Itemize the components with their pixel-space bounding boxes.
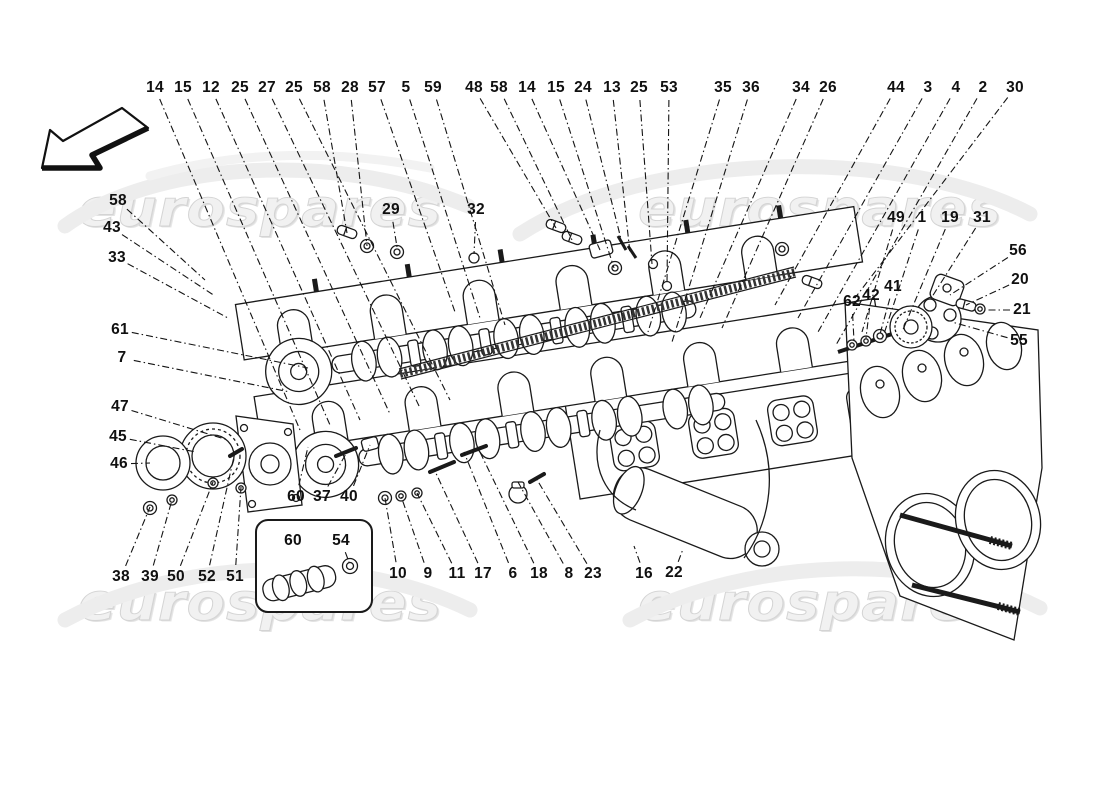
- leader-line-45: [129, 438, 197, 453]
- leader-line-55: [951, 321, 1008, 339]
- leader-line-13: [612, 99, 631, 254]
- background-swooshes: [57, 150, 1048, 628]
- leader-line-23: [535, 477, 588, 564]
- small-hardware: [142, 217, 824, 516]
- leader-line-38: [125, 506, 151, 567]
- leader-line-14: [531, 98, 601, 251]
- leader-line-30: [854, 97, 1009, 299]
- leader-line-49: [861, 229, 894, 333]
- leader-line-61: [131, 331, 309, 369]
- leader-line-56: [949, 257, 1009, 296]
- leader-line-28: [350, 99, 368, 247]
- leader-line-39: [152, 499, 173, 566]
- leader-line-9: [400, 495, 425, 563]
- cylinder-head-art: [135, 204, 1043, 641]
- leader-line-18: [477, 447, 535, 564]
- leader-line-3: [797, 98, 923, 319]
- front-seal-assembly: [135, 415, 303, 513]
- leader-line-15: [559, 99, 615, 269]
- leader-line-58: [503, 98, 573, 241]
- leader-line-34: [699, 98, 797, 319]
- leader-line-37: [327, 449, 349, 487]
- leader-line-42: [865, 307, 871, 339]
- leader-line-16: [633, 545, 641, 563]
- leader-line-17: [433, 468, 479, 564]
- inset-detail-box: [255, 519, 373, 613]
- leader-line-14: [159, 98, 301, 431]
- leader-line-5: [409, 99, 481, 319]
- leader-line-10: [384, 497, 397, 563]
- leader-line-47: [131, 409, 229, 441]
- cam-drive-assembly: [837, 273, 986, 354]
- leader-line-35: [647, 99, 721, 333]
- leader-line-53: [666, 99, 670, 285]
- leader-line-48: [479, 98, 557, 229]
- leader-line-15: [187, 98, 331, 426]
- leader-line-12: [215, 98, 361, 421]
- leader-line-36: [671, 99, 748, 343]
- head-gasket-strip: [398, 266, 797, 380]
- leader-line-46: [130, 462, 151, 465]
- leader-line-4: [817, 98, 951, 333]
- leader-line-52: [209, 451, 236, 566]
- leader-line-54: [344, 552, 350, 563]
- leader-line-25: [298, 98, 451, 401]
- leader-line-6: [463, 451, 510, 564]
- leader-line-11: [416, 492, 453, 564]
- leader-line-43: [121, 234, 216, 297]
- leader-line-33: [127, 263, 229, 319]
- leader-line-19: [901, 228, 946, 333]
- leader-line-1: [881, 229, 919, 341]
- leader-line-44: [774, 98, 891, 306]
- leader-line-22: [677, 548, 684, 562]
- leader-line-57: [380, 99, 456, 313]
- leader-line-41: [879, 298, 891, 335]
- leader-line-50: [179, 481, 214, 566]
- leader-line-29: [392, 221, 398, 248]
- leader-line-58: [126, 208, 206, 281]
- leader-line-32: [473, 221, 477, 255]
- leader-line-60: [298, 446, 309, 486]
- leader-line-58: [323, 99, 348, 234]
- leader-line-62: [852, 313, 855, 342]
- leader-line-51: [235, 486, 242, 566]
- leader-lines: [121, 97, 1010, 567]
- leader-line-24: [585, 99, 623, 244]
- leader-line-20: [965, 284, 1010, 306]
- leader-line-59: [435, 99, 506, 326]
- leader-line-8: [517, 481, 564, 564]
- leader-line-7: [133, 359, 291, 393]
- leader-line-27: [271, 98, 421, 409]
- leader-line-25: [639, 99, 653, 265]
- leader-line-26: [721, 98, 824, 329]
- engine-block: [844, 301, 1043, 641]
- direction-arrow-icon: [40, 106, 150, 171]
- water-pipe: [596, 419, 780, 567]
- leader-line-2: [835, 98, 978, 346]
